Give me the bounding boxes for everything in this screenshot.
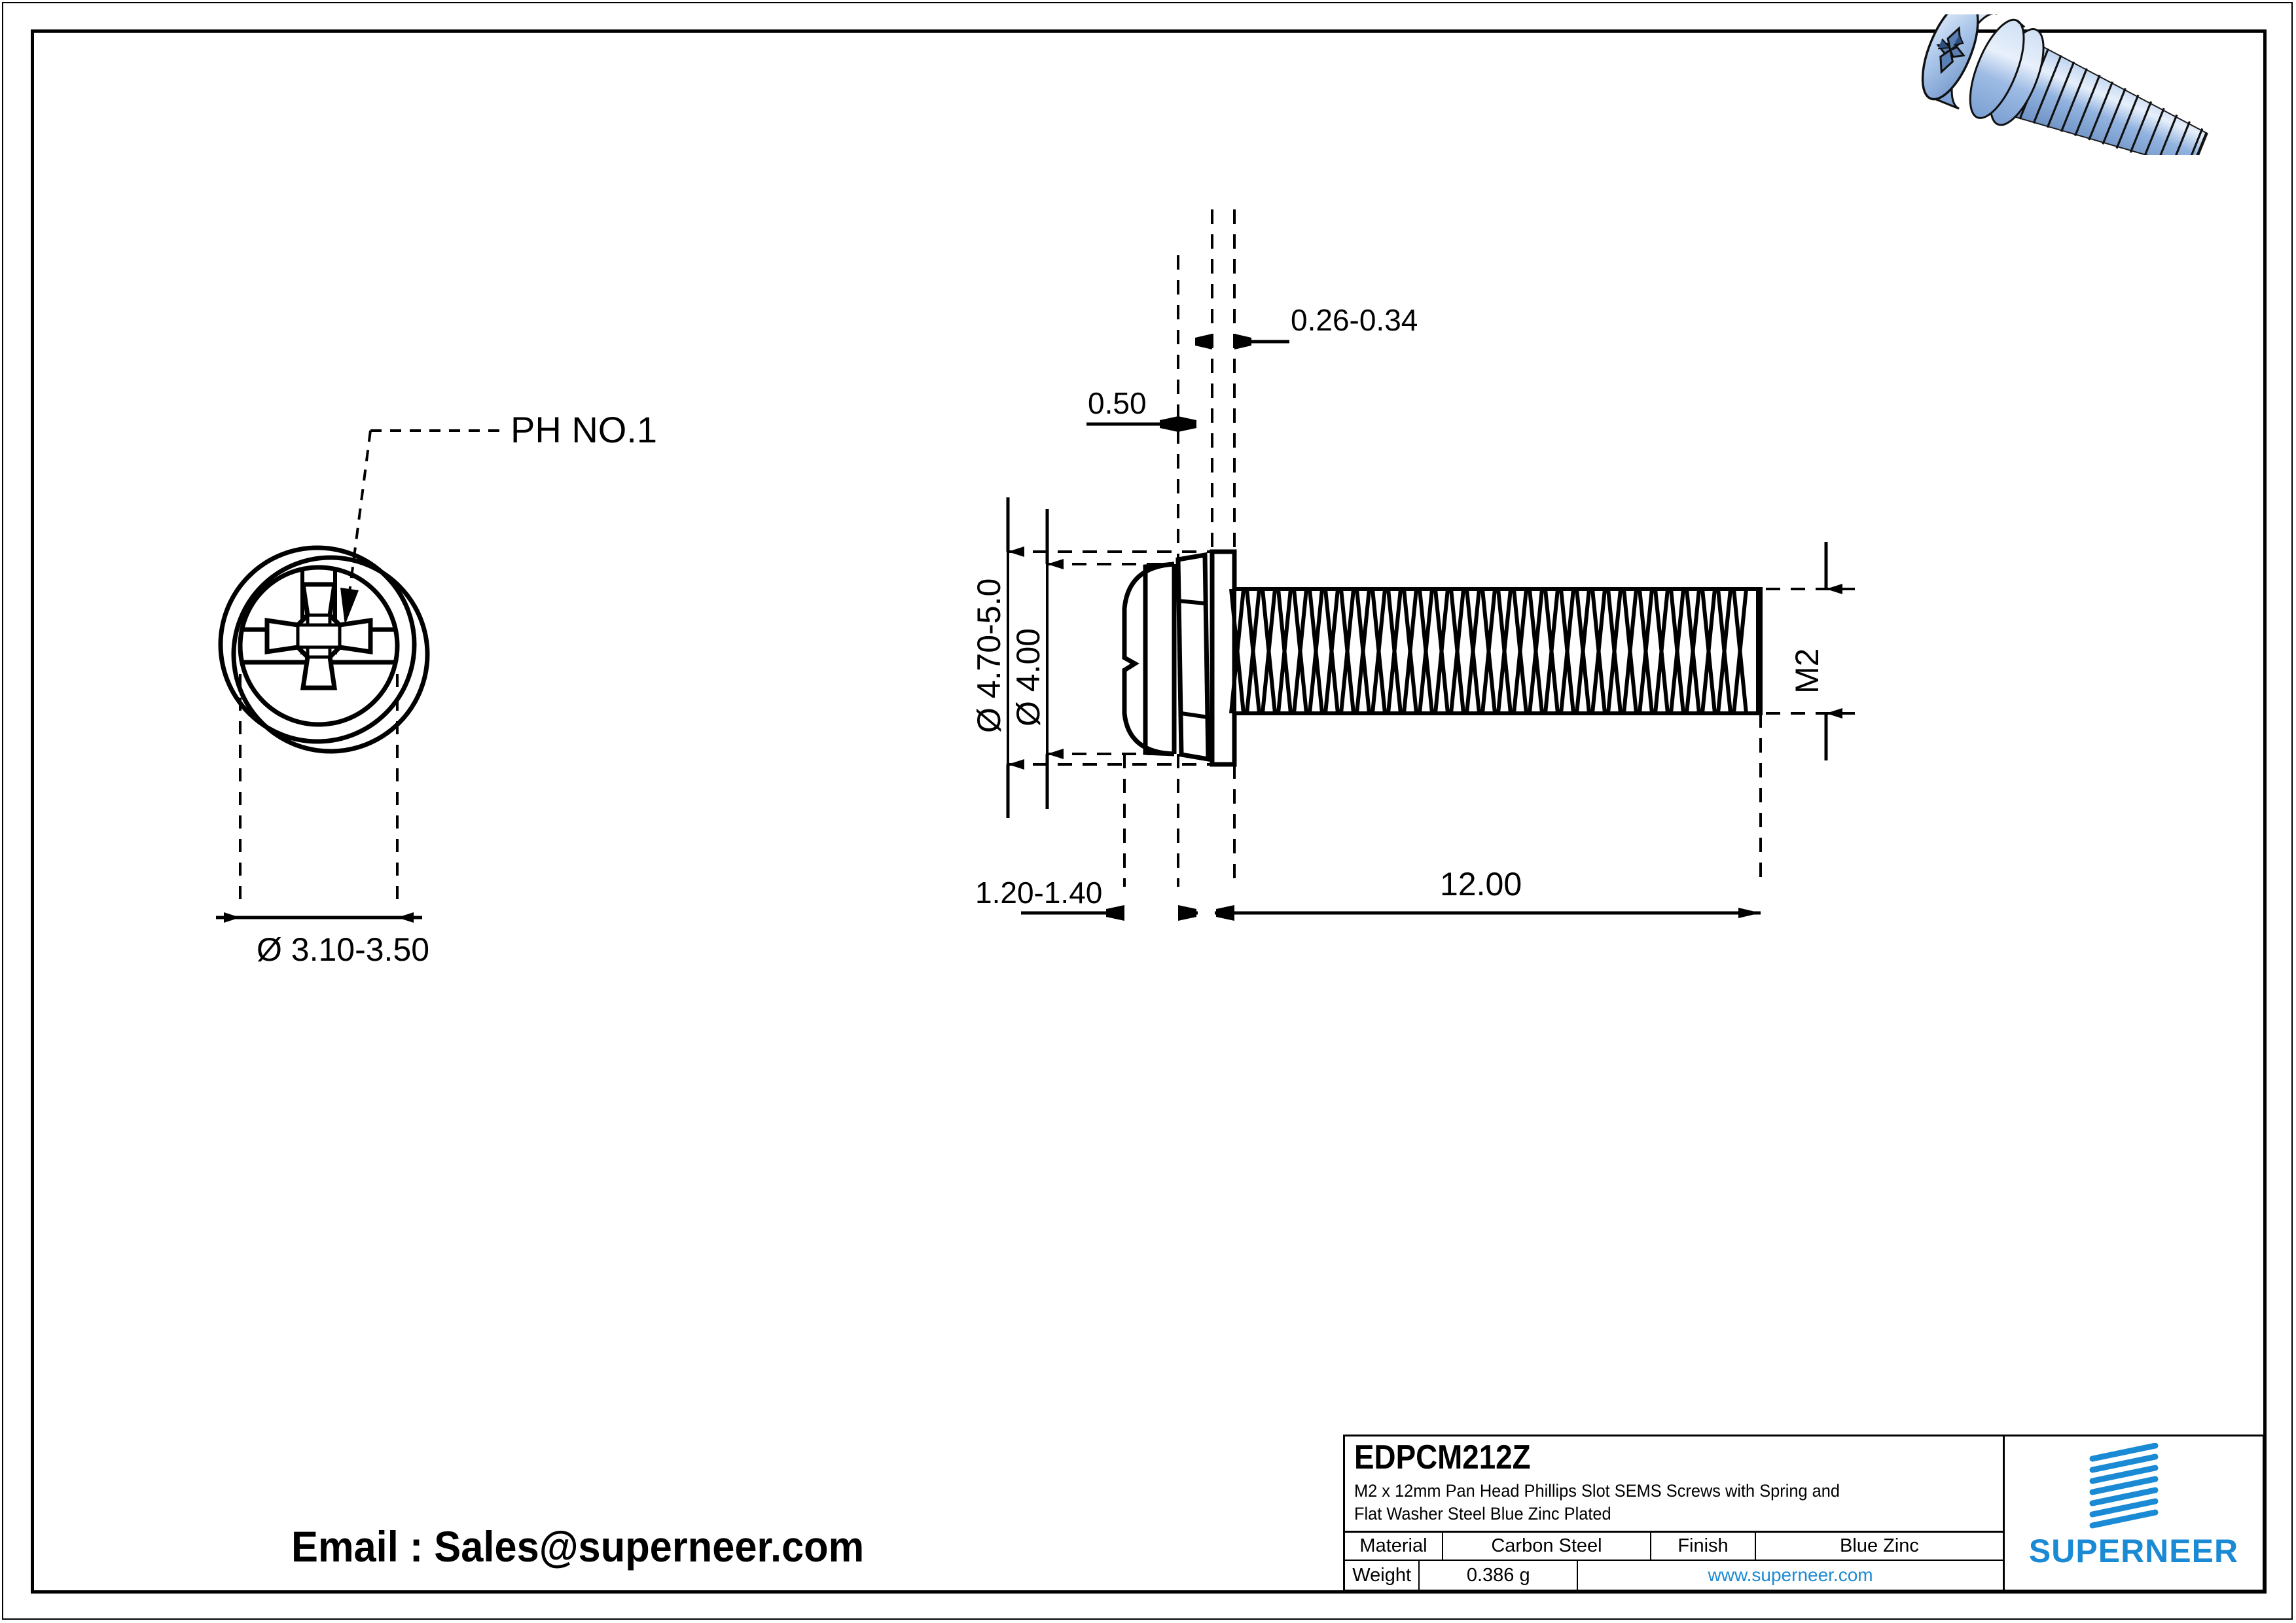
weight-value: 0.386 g (1420, 1561, 1579, 1590)
finish-label: Finish (1651, 1532, 1756, 1560)
dim-arrow (1738, 908, 1761, 918)
brand-block: SUPERNEER (2005, 1436, 2263, 1590)
material-value: Carbon Steel (1443, 1532, 1651, 1560)
outer-diameter-label: Ø 4.70-5.0 (971, 579, 1007, 733)
head-height-label: 1.20-1.40 (975, 876, 1102, 910)
top-view-diameter-label: Ø 3.10-3.50 (257, 931, 429, 968)
material-row: Material Carbon Steel Finish Blue Zinc (1345, 1532, 2003, 1561)
phillips-head-top-view (218, 545, 430, 754)
website-link[interactable]: www.superneer.com (1708, 1565, 1873, 1586)
sheet-inner-border (31, 29, 2267, 1594)
part-description-line2: Flat Washer Steel Blue Zinc Plated (1354, 1503, 1611, 1524)
dim-arrow (1178, 905, 1196, 921)
weight-row: Weight 0.386 g www.superneer.com (1345, 1561, 2003, 1590)
thread-size-label: M2 (1789, 649, 1825, 694)
screw-3d-render (1921, 14, 2208, 155)
material-label: Material (1345, 1532, 1443, 1560)
dim-arrow (1106, 905, 1124, 921)
dim-arrow (1195, 334, 1212, 349)
title-block-header: EDPCM212Z M2 x 12mm Pan Head Phillips Sl… (1345, 1436, 2003, 1533)
part-description: M2 x 12mm Pan Head Phillips Slot SEMS Sc… (1354, 1480, 1956, 1525)
title-block: EDPCM212Z M2 x 12mm Pan Head Phillips Sl… (1343, 1435, 2265, 1592)
brand-name: SUPERNEER (2028, 1533, 2239, 1569)
ph-no1-leader (348, 429, 500, 593)
ph-no1-arrowhead (340, 588, 359, 625)
finish-value: Blue Zinc (1840, 1535, 1919, 1557)
side-view-extension-lines (1008, 209, 1859, 887)
weight-label: Weight (1345, 1561, 1420, 1590)
dim-arrow (1234, 334, 1251, 349)
superneer-logo-icon (2089, 1443, 2159, 1529)
part-number: EDPCM212Z (1354, 1438, 1531, 1476)
part-description-line1: M2 x 12mm Pan Head Phillips Slot SEMS Sc… (1354, 1481, 1840, 1501)
top-view-diameter-dimension (216, 674, 422, 923)
dim-arrow (1178, 416, 1196, 432)
title-block-info: EDPCM212Z M2 x 12mm Pan Head Phillips Sl… (1345, 1436, 2005, 1590)
spring-washer-thickness-label: 0.50 (1088, 386, 1147, 420)
thread-profile (1229, 588, 1760, 714)
head-diameter-label: Ø 4.00 (1010, 628, 1047, 726)
email-text: Email : Sales@superneer.com (291, 1522, 865, 1571)
washer-thickness-label: 0.26-0.34 (1291, 303, 1418, 337)
ph-no1-label: PH NO.1 (511, 409, 657, 450)
thread-length-label: 12.00 (1440, 866, 1522, 902)
dim-arrow (1160, 416, 1178, 432)
dim-arrow (1216, 905, 1234, 921)
